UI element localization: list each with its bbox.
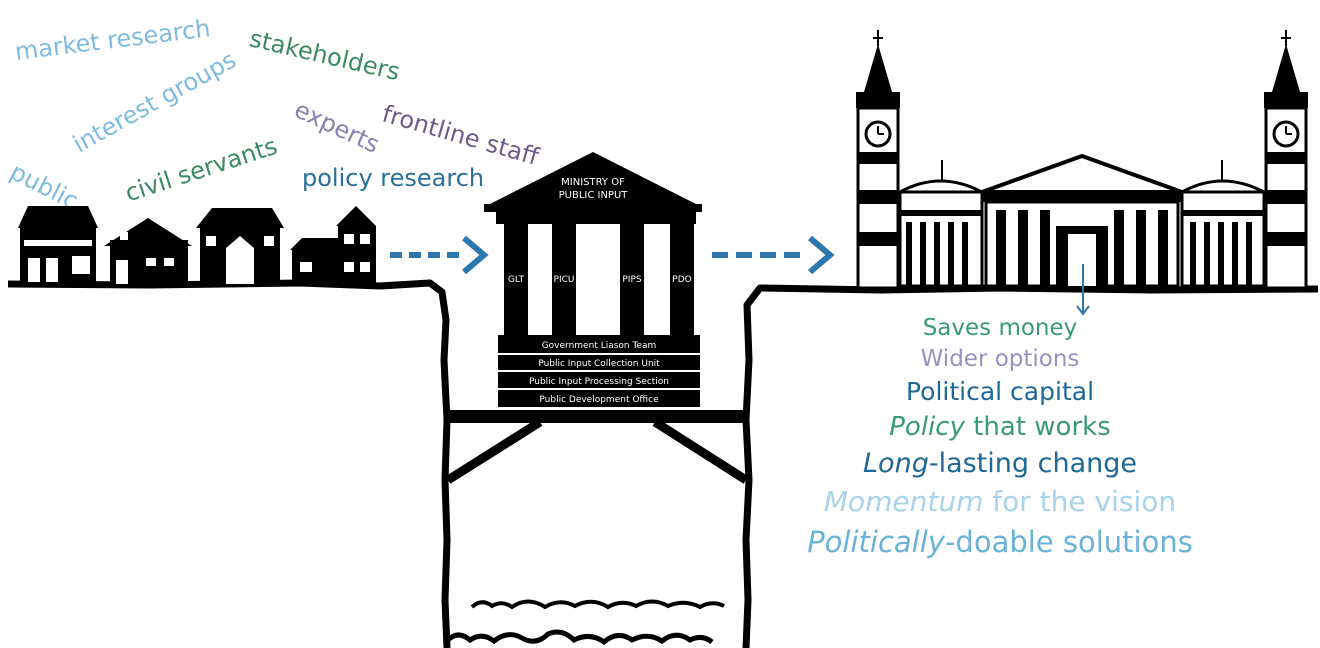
benefit-wider-options: Wider options bbox=[920, 346, 1080, 372]
department-picu: Public Input Collection Unit bbox=[538, 359, 660, 369]
arrow-to-parliament bbox=[712, 235, 835, 275]
benefit-long-lasting-change: Long-lasting change bbox=[863, 448, 1137, 479]
ministry-title-line1: MINISTRY OF bbox=[561, 177, 625, 188]
benefit-momentum: Momentum for the vision bbox=[823, 485, 1177, 518]
column-label-glt: GLT bbox=[508, 275, 525, 285]
parliament-building bbox=[856, 30, 1308, 290]
ministry-building bbox=[484, 152, 702, 407]
benefits-arrow bbox=[1076, 264, 1090, 316]
column-label-pdo: PDO bbox=[672, 275, 691, 285]
water-wave-1 bbox=[470, 599, 725, 610]
ground-line bbox=[7, 279, 451, 648]
department-pips: Public Input Processing Section bbox=[529, 377, 669, 387]
water-wave-2 bbox=[446, 629, 714, 646]
column-label-picu: PICU bbox=[554, 275, 575, 285]
scaffold-strut-right bbox=[652, 418, 749, 484]
benefit-saves-money: Saves money bbox=[922, 315, 1078, 341]
word-policy-research: policy research bbox=[302, 164, 485, 192]
benefit-politically-doable: Politically-doable solutions bbox=[807, 525, 1193, 559]
scaffold-beam bbox=[446, 410, 748, 423]
scaffold-strut-left bbox=[445, 418, 543, 484]
houses bbox=[18, 206, 376, 284]
benefit-policy-that-works: Policy that works bbox=[889, 412, 1111, 442]
benefit-political-capital: Political capital bbox=[905, 377, 1095, 406]
department-pdo: Public Development Office bbox=[539, 395, 659, 405]
column-label-pips: PIPS bbox=[622, 275, 642, 285]
pit-right-wall bbox=[742, 284, 1319, 648]
arrow-to-ministry bbox=[390, 235, 489, 275]
ministry-title-line2: PUBLIC INPUT bbox=[559, 190, 629, 201]
department-glt: Government Liason Team bbox=[542, 341, 657, 351]
